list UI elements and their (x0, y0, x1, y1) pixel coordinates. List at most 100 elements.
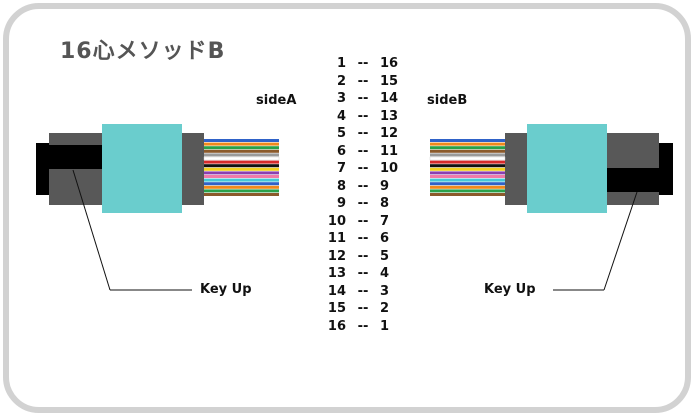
side-a-fiber-number: 1 (336, 56, 346, 71)
side-a-fiber-number: 2 (336, 73, 346, 89)
side-b-fiber-number: 11 (380, 143, 399, 159)
side-a-fiber-number: 14 (327, 283, 346, 299)
fiber-strand (430, 182, 505, 186)
mapping-row: 4--13 (310, 108, 416, 126)
side-a-label: sideA (256, 93, 297, 108)
side-b-key-leader (603, 191, 638, 291)
key-up-left-label: Key Up (200, 282, 252, 297)
fiber-strand (430, 146, 505, 150)
fiber-strand (430, 193, 505, 196)
fiber-strand (204, 160, 279, 164)
fiber-strand (204, 193, 279, 196)
side-b-label: sideB (427, 93, 468, 108)
side-b-fiber-number: 3 (380, 283, 390, 299)
side-a-fiber-number: 15 (327, 301, 346, 316)
mapping-separator: -- (357, 73, 369, 89)
side-a-fiber-number: 4 (336, 108, 346, 124)
fiber-strand (204, 175, 279, 178)
side-b-fiber-number: 6 (380, 231, 390, 246)
fiber-strand (203, 156, 280, 161)
side-b-fiber-number: 16 (380, 56, 399, 71)
side-b-fiber-number: 7 (380, 213, 390, 229)
side-a-fiber-number: 13 (327, 266, 346, 281)
side-b-fiber-number: 9 (380, 178, 390, 194)
side-b-connector (429, 124, 673, 291)
mapping-row: 2 -- 15 (310, 73, 416, 91)
side-b-strain-relief (505, 133, 527, 205)
mapping-row: 8 -- 9 (310, 178, 416, 196)
fiber-strand (204, 189, 279, 193)
fiber-strand (430, 185, 505, 189)
fiber-strand (204, 178, 279, 182)
mapping-row: 5--12 (310, 125, 416, 143)
side-a-fiber-number: 6 (336, 143, 346, 159)
fiber-strand (204, 164, 279, 168)
fiber-strand (430, 153, 505, 157)
mapping-separator: -- (357, 301, 369, 316)
side-a-fiber-number: 8 (336, 178, 346, 194)
side-b-fiber-number: 14 (380, 91, 399, 106)
mapping-row: 11--6 (310, 230, 416, 248)
mapping-row: 10 -- 7 (310, 213, 416, 231)
side-a-fiber-ribbon (203, 139, 280, 196)
mapping-row: 12 -- 5 (310, 248, 416, 266)
mapping-row: 6--11 (310, 143, 416, 161)
side-b-boot (527, 124, 607, 213)
fiber-strand (204, 171, 279, 175)
side-a-fiber-number: 12 (327, 248, 346, 264)
mapping-separator: -- (357, 178, 369, 194)
fiber-strand (204, 167, 279, 171)
key-up-right-label: Key Up (484, 282, 536, 297)
side-a-fiber-number: 9 (336, 196, 346, 211)
fiber-strand (204, 182, 279, 186)
mapping-row: 15 -- 2 (310, 300, 416, 318)
fiber-strand (204, 153, 279, 157)
mapping-separator: -- (357, 196, 369, 211)
mapping-separator: -- (357, 248, 369, 264)
fiber-strand (204, 149, 279, 153)
fiber-strand (430, 178, 505, 182)
side-a-key-leader (72, 169, 111, 291)
fiber-strand (429, 156, 506, 161)
mapping-row: 9--8 (310, 195, 416, 213)
side-b-end-cap (659, 143, 673, 195)
side-a-fiber-number: 7 (336, 161, 346, 176)
mapping-separator: -- (357, 266, 369, 281)
side-b-fiber-number: 4 (380, 266, 390, 281)
mapping-row: 3--14 (310, 90, 416, 108)
mapping-separator: -- (357, 56, 369, 71)
mapping-separator: -- (357, 108, 369, 124)
mapping-row: 1 -- 16 (310, 55, 416, 73)
side-b-fiber-number: 5 (380, 248, 390, 264)
diagram-title: 16心メソッドB (60, 39, 226, 64)
fiber-strand (204, 185, 279, 189)
side-b-fiber-number: 2 (380, 301, 390, 316)
mapping-separator: -- (357, 161, 369, 176)
mapping-separator: -- (357, 213, 369, 229)
side-a-fiber-number: 16 (327, 318, 346, 334)
mapping-separator: -- (357, 283, 369, 299)
fiber-strand (430, 149, 505, 153)
fiber-strand (430, 175, 505, 178)
mapping-row: 14 -- 3 (310, 283, 416, 301)
mapping-separator: -- (357, 318, 369, 334)
side-b-fiber-number: 1 (380, 318, 390, 334)
mapping-row: 13 -- 4 (310, 265, 416, 283)
mapping-row: 16 -- 1 (310, 318, 416, 336)
side-b-fiber-ribbon (429, 139, 506, 196)
fiber-strand (430, 167, 505, 171)
side-a-boot (102, 124, 182, 213)
side-a-strain-relief (182, 133, 204, 205)
side-a-fiber-number: 10 (327, 213, 346, 229)
side-b-fiber-number: 15 (380, 73, 399, 89)
fiber-strand (204, 139, 279, 142)
fiber-strand (204, 146, 279, 150)
side-a-fiber-number: 5 (336, 126, 346, 141)
fiber-strand (430, 171, 505, 175)
fiber-strand (430, 164, 505, 168)
mapping-separator: -- (357, 231, 369, 246)
mapping-separator: -- (357, 91, 369, 106)
side-b-fiber-number: 10 (380, 161, 399, 176)
mapping-row: 7 -- 10 (310, 160, 416, 178)
